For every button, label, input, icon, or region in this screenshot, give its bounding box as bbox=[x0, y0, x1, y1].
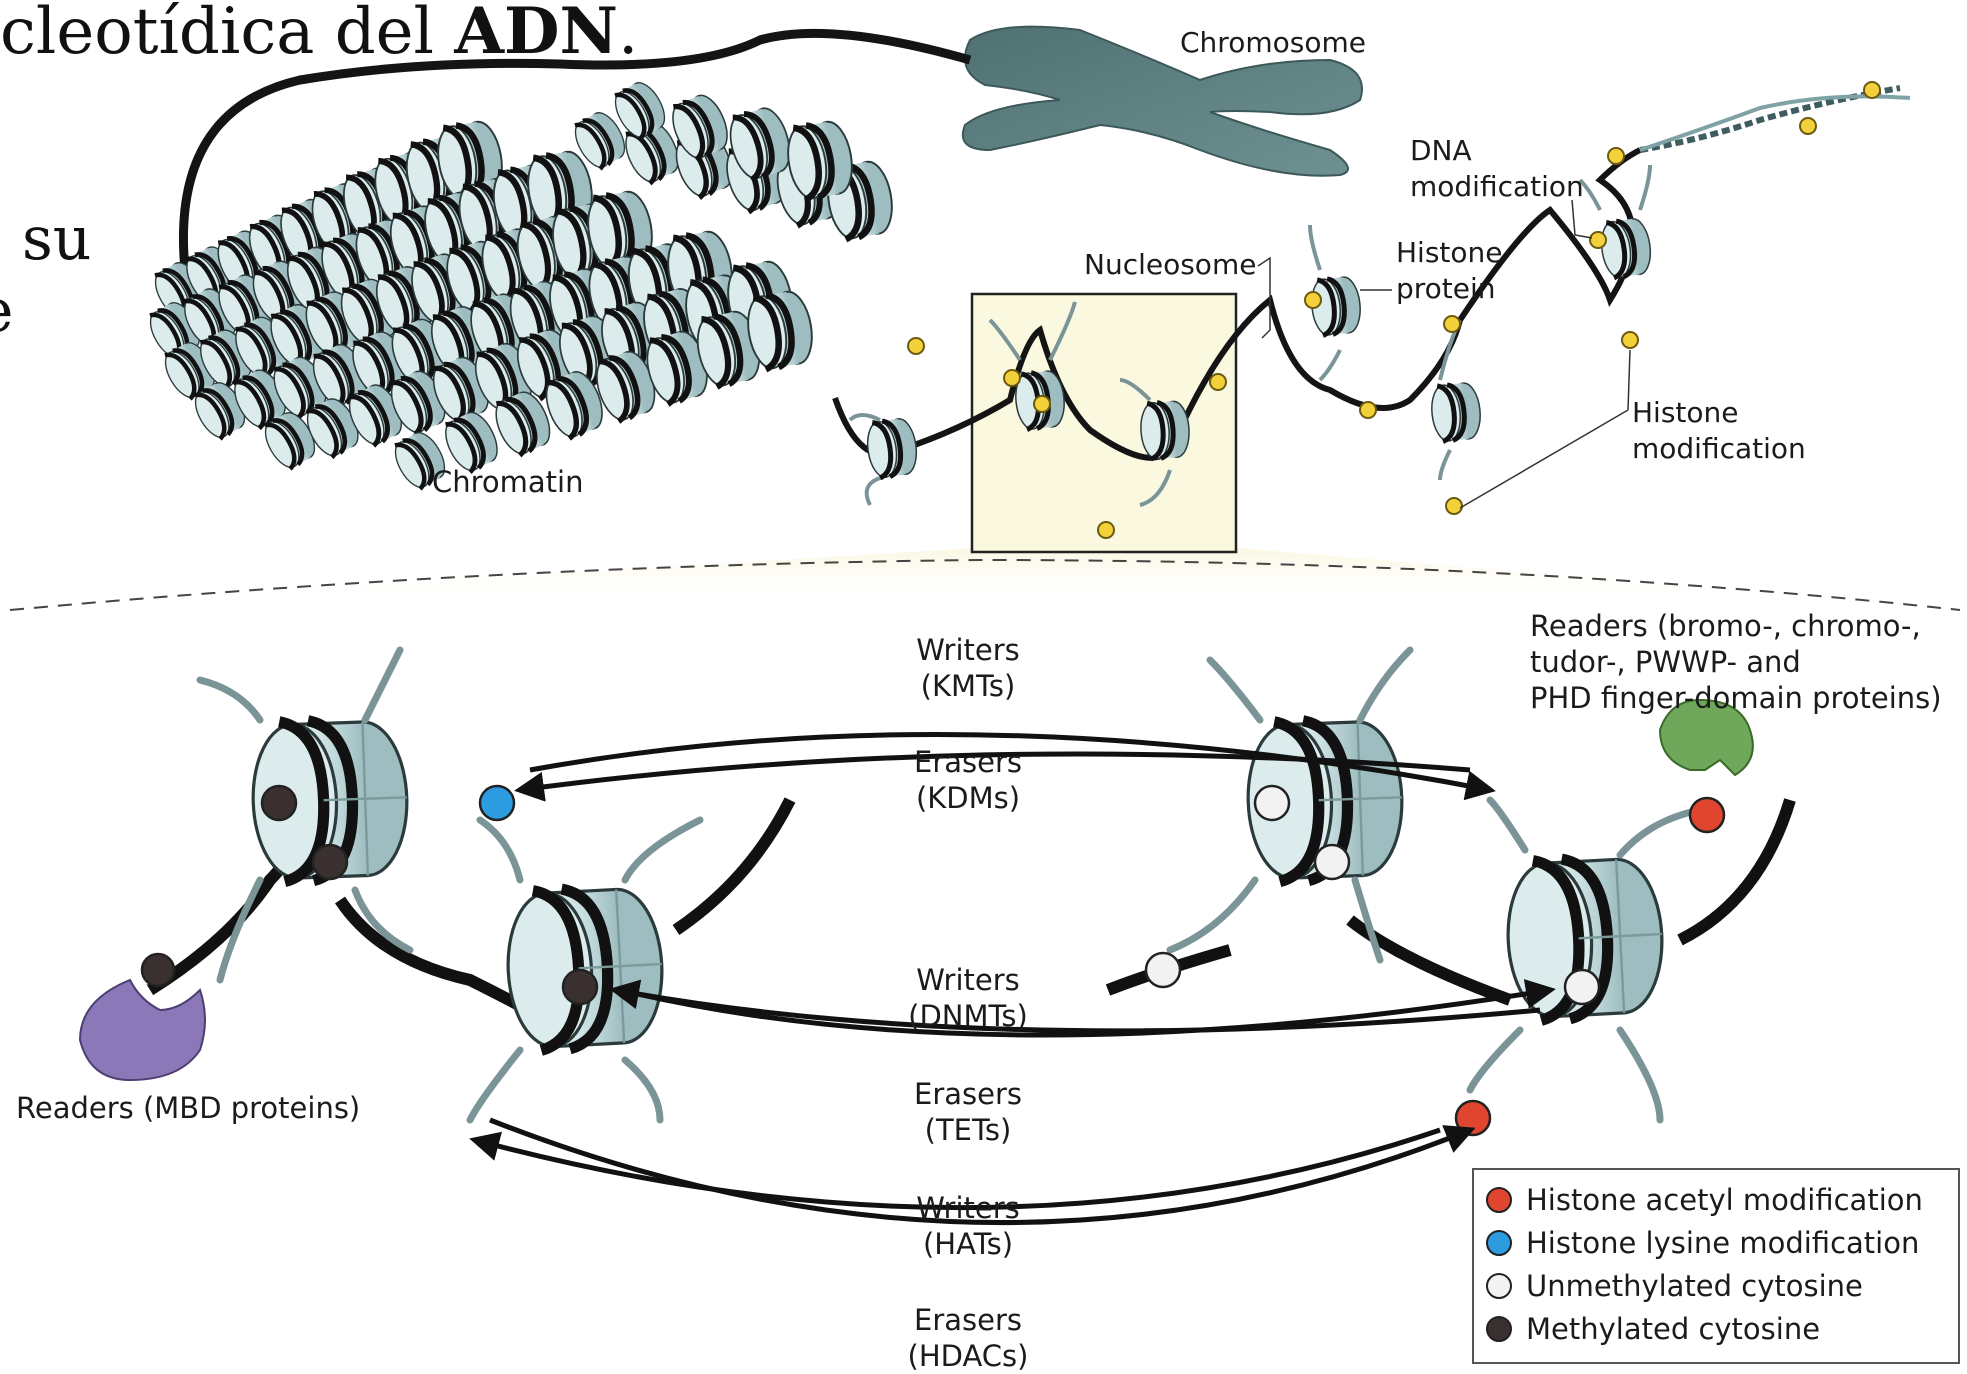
chromatin-cluster bbox=[144, 77, 897, 492]
legend-swatch bbox=[1486, 1230, 1512, 1256]
chromatin-label: Chromatin bbox=[432, 465, 584, 499]
legend-item: Methylated cytosine bbox=[1486, 1307, 1946, 1350]
erasers-tets-label: Erasers(TETs) bbox=[914, 1077, 1022, 1147]
nucleosome bbox=[864, 417, 919, 479]
legend-item: Unmethylated cytosine bbox=[1486, 1264, 1946, 1307]
legend: Histone acetyl modification Histone lysi… bbox=[1472, 1168, 1960, 1364]
readers-mbd-label: Readers (MBD proteins) bbox=[16, 1091, 360, 1125]
legend-item: Histone lysine modification bbox=[1486, 1221, 1946, 1264]
legend-label: Methylated cytosine bbox=[1526, 1312, 1820, 1346]
legend-item: Histone acetyl modification bbox=[1486, 1178, 1946, 1221]
highlight-box bbox=[972, 294, 1236, 552]
chromosome-label: Chromosome bbox=[1180, 26, 1366, 59]
erasers-hdacs-label: Erasers(HDACs) bbox=[908, 1303, 1029, 1373]
legend-label: Histone lysine modification bbox=[1526, 1226, 1919, 1260]
zoom-glow bbox=[0, 548, 1960, 608]
nucleosome-label: Nucleosome bbox=[1084, 248, 1256, 281]
erasers-kdms-label: Erasers(KDMs) bbox=[914, 745, 1022, 815]
mbd-reader-protein bbox=[80, 980, 205, 1080]
writers-dnmts-label: Writers(DNMTs) bbox=[908, 963, 1028, 1033]
nucleosome bbox=[1429, 382, 1483, 443]
writers-kmts-label: Writers(KMTs) bbox=[916, 633, 1020, 703]
histone-tails-bottom bbox=[200, 650, 1700, 1120]
readers-domain-label: Readers (bromo-, chromo-,tudor-, PWWP- a… bbox=[1530, 609, 1942, 715]
histone-tails bbox=[850, 165, 1650, 505]
dna-modification-leader bbox=[1572, 200, 1592, 238]
nucleosome bbox=[1139, 400, 1191, 459]
nucleosome bbox=[1598, 217, 1653, 279]
legend-swatch bbox=[1486, 1316, 1512, 1342]
writers-hats-label: Writers(HATs) bbox=[916, 1191, 1020, 1261]
legend-label: Histone acetyl modification bbox=[1526, 1183, 1923, 1217]
legend-swatch bbox=[1486, 1273, 1512, 1299]
legend-swatch bbox=[1486, 1187, 1512, 1213]
legend-label: Unmethylated cytosine bbox=[1526, 1269, 1863, 1303]
nucleosome-methylated-center-left bbox=[504, 884, 666, 1052]
histone-modification-leader bbox=[1460, 350, 1630, 508]
